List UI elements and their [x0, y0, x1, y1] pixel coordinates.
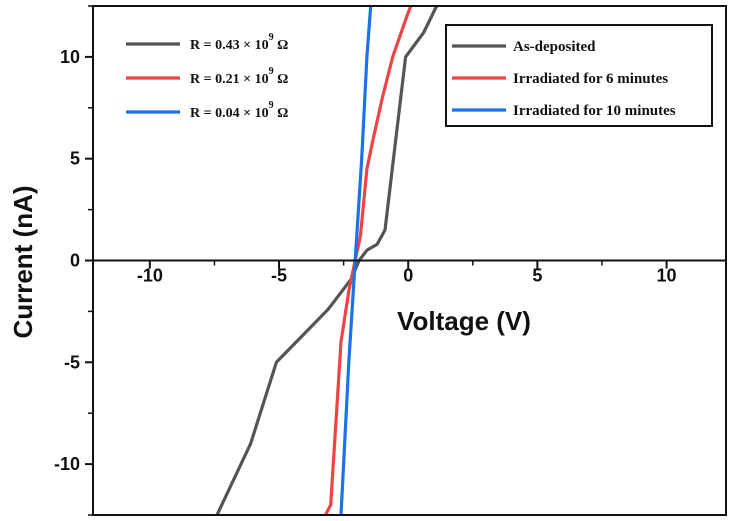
labels-layer: -10 -5 0 5 10 -10 -5 0 5 10 — [54, 47, 677, 474]
x-tick-label: -10 — [137, 266, 163, 286]
series-line-3 — [339, 6, 373, 515]
series-line-2 — [324, 6, 413, 515]
y-tick-label: 5 — [70, 149, 80, 169]
resistance-label-3: R = 0.04 × 109 Ω — [190, 100, 288, 121]
x-tick-label: 5 — [532, 266, 542, 286]
x-tick-label: 0 — [403, 266, 413, 286]
legend-label-2: Irradiated for 6 minutes — [513, 71, 668, 87]
y-tick-label: 10 — [60, 47, 80, 67]
x-axis-title: Voltage (V) — [397, 306, 531, 336]
y-axis-title: Current (nA) — [8, 185, 38, 338]
y-tick-label: 0 — [70, 251, 80, 271]
x-tick-label: -5 — [271, 266, 287, 286]
y-tick-label: -10 — [54, 454, 80, 474]
y-tick-label: -5 — [64, 352, 80, 372]
series-line-1 — [215, 6, 439, 515]
legend-label-1: As-deposited — [513, 39, 596, 55]
legend-label-3: Irradiated for 10 minutes — [513, 103, 676, 119]
x-tick-label: 10 — [657, 266, 677, 286]
resistance-annotations: R = 0.43 × 109 Ω R = 0.21 × 109 Ω R = 0.04… — [126, 32, 288, 121]
series-layer — [215, 6, 439, 515]
resistance-label-2: R = 0.21 × 109 Ω — [190, 66, 288, 87]
resistance-label-1: R = 0.43 × 109 Ω — [190, 32, 288, 53]
plot-frame — [92, 5, 727, 516]
